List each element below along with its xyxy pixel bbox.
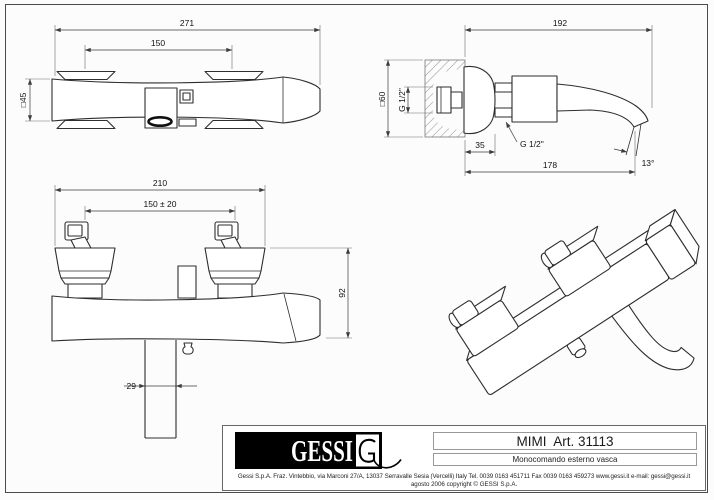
front-dim-interaxis: 150 ± 20 <box>143 199 176 209</box>
plan-dim-interaxis: 150 <box>151 38 165 48</box>
side-dim-plate: □60 <box>377 91 387 106</box>
plan-dim-overall: 271 <box>180 18 194 28</box>
side-dim-angle: 13° <box>642 158 655 168</box>
front-view: 210 150 ± 20 92 29 <box>51 178 352 439</box>
side-dim-wall-offset: 35 <box>475 140 485 150</box>
title-block: GESSI MIMI Art. 31113 Monocomando estern… <box>222 425 706 491</box>
isometric-view <box>448 208 700 396</box>
product-description: Monocomando esterno vasca <box>433 453 697 466</box>
gessi-logo: GESSI <box>235 432 402 469</box>
company-footer: Gessi S.p.A. Fraz. Vintebbio, via Marcon… <box>223 473 705 488</box>
front-dim-offset: 29 <box>127 381 137 391</box>
side-dim-overall: 192 <box>553 18 567 28</box>
front-dim-overall: 210 <box>153 178 167 188</box>
side-dim-outlet-thread: G 1/2" <box>520 139 544 149</box>
side-dim-reach: 178 <box>543 160 557 170</box>
company-info-line: Gessi S.p.A. Fraz. Vintebbio, via Marcon… <box>237 473 691 480</box>
plan-view: 271 150 □45 <box>18 18 321 130</box>
side-view: 192 □60 G 1/2" 35 G 1/2" 178 13° <box>377 18 654 176</box>
side-dim-inlet-thread: G 1/2" <box>397 88 407 112</box>
product-title: MIMI Art. 31113 <box>433 432 697 450</box>
gessi-g-emblem <box>358 438 402 469</box>
front-dim-height: 92 <box>337 288 347 298</box>
plan-dim-width: □45 <box>18 92 28 107</box>
sheet-border <box>5 4 708 493</box>
copyright-line: agosto 2006 copyright © GESSI S.p.A. <box>410 481 518 488</box>
gessi-logo-text: GESSI <box>291 433 353 468</box>
